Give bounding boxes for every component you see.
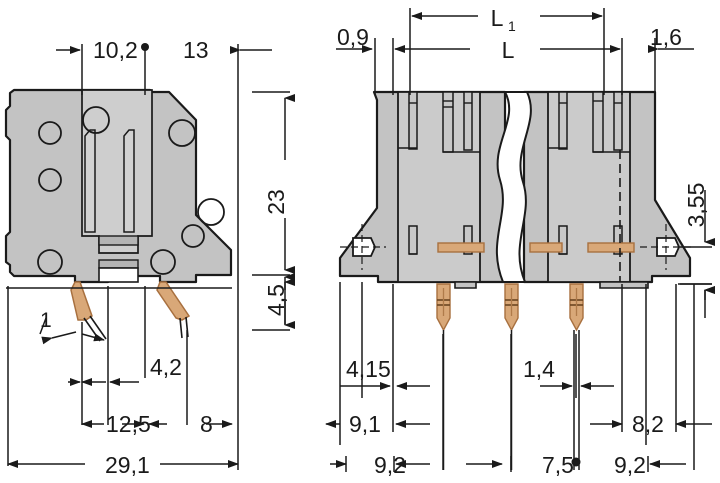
dim-1-4: 1,4 — [523, 356, 555, 382]
dim-3-55: 3,55 — [683, 183, 709, 228]
dim-4-15: 4,15 — [346, 356, 391, 382]
dim-12-5: 12,5 — [106, 411, 151, 437]
dim-13: 13 — [183, 37, 209, 63]
dim-L: L — [502, 37, 515, 63]
dim-L1: L — [491, 5, 504, 31]
left-view-internal-features — [81, 89, 153, 283]
dim-0-9: 0,9 — [337, 24, 369, 50]
left-view-holes — [37, 106, 225, 275]
dim-9-2-left: 9,2 — [374, 452, 406, 478]
left-view-dimensions — [6, 43, 295, 470]
dim-L1-subscript: 1 — [508, 18, 516, 34]
left-view-body — [4, 88, 233, 342]
dim-4-2: 4,2 — [150, 354, 182, 380]
dim-1-6: 1,6 — [650, 24, 682, 50]
dim-29-1: 29,1 — [105, 452, 150, 478]
dim-8-2: 8,2 — [632, 411, 664, 437]
dim-8: 8 — [200, 411, 213, 437]
copper-contact — [437, 242, 485, 253]
right-view-dimensions — [325, 8, 715, 472]
dimension-text-layer: 10,2 13 23 4,5 1 4,2 12,5 8 29,1 L 1 L 0… — [40, 5, 709, 478]
dim-7-5: 7,5 — [542, 452, 574, 478]
dim-4-5: 4,5 — [263, 284, 289, 316]
right-view-body — [338, 90, 694, 470]
dim-9-1: 9,1 — [349, 411, 381, 437]
dim-9-2-right: 9,2 — [614, 452, 646, 478]
right-view-pins — [436, 283, 584, 470]
dim-L1-group: L 1 — [491, 5, 516, 34]
left-view-pins — [70, 281, 191, 342]
dim-1: 1 — [40, 309, 52, 332]
dim-10-2: 10,2 — [93, 37, 138, 63]
mounting-hole-left — [340, 224, 386, 270]
break-line — [495, 91, 532, 283]
dim-23: 23 — [263, 189, 289, 215]
